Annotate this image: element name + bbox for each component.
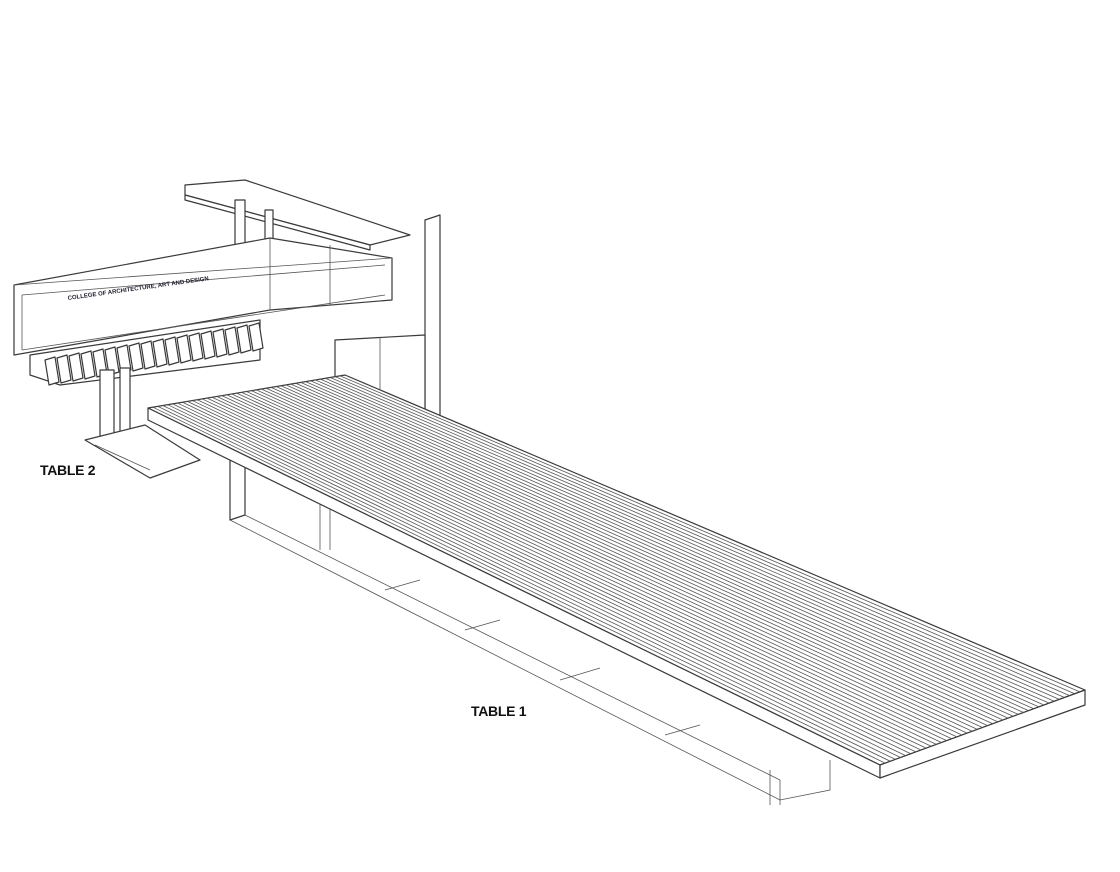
slat-line [266,387,1004,721]
book [188,332,204,362]
book [164,336,180,366]
slat-line [300,382,1040,708]
slat-line [325,377,1065,698]
slat-line [177,402,911,755]
slat-line [216,396,952,740]
slat-line [167,404,901,758]
table-2-display-case: COLLEGE OF ARCHITECTURE, ART AND DESIGN [13,237,393,479]
book [116,344,132,374]
table-1-label: TABLE 1 [471,703,527,719]
slat-line [295,382,1034,710]
book [128,342,144,372]
book [140,340,156,370]
book [176,334,192,364]
book [104,346,120,376]
slat-line [334,376,1075,695]
slat-line [221,395,958,738]
slat-line [339,375,1081,693]
slat-line [305,381,1045,706]
book [236,324,252,354]
slat-line [256,389,993,725]
slat-line [226,394,963,736]
book [224,326,240,356]
slat-line [251,390,988,726]
table-2-label: TABLE 2 [40,462,96,478]
slat-line [246,391,983,728]
slat-line [275,386,1014,717]
slat-line [236,392,973,732]
slat-line [261,388,999,723]
book [200,330,216,360]
slat-line [192,400,927,749]
slat-line [152,406,886,764]
slat-line [315,379,1055,702]
slat-line [187,401,922,751]
slat-line [172,403,906,756]
slat-line [197,399,932,747]
table-1-top [147,374,1086,779]
book [44,356,60,386]
slat-line [330,377,1070,696]
slat-line [280,385,1019,715]
slat-line [320,378,1060,700]
slat-line [162,405,896,760]
slat-line [310,380,1050,704]
slat-line [157,405,891,762]
slat-line [231,393,968,734]
slat-line [241,391,978,730]
book [56,354,72,384]
slat-line [211,396,947,741]
slat-line [270,387,1009,719]
book [212,328,228,358]
slats [152,375,1081,764]
slat-line [182,401,917,753]
slat-line [202,398,937,745]
slat-line [206,397,942,743]
book [68,352,84,382]
book [80,350,96,380]
slat-line [285,384,1024,713]
slat-line [290,383,1029,711]
book [152,338,168,368]
book [248,322,264,352]
